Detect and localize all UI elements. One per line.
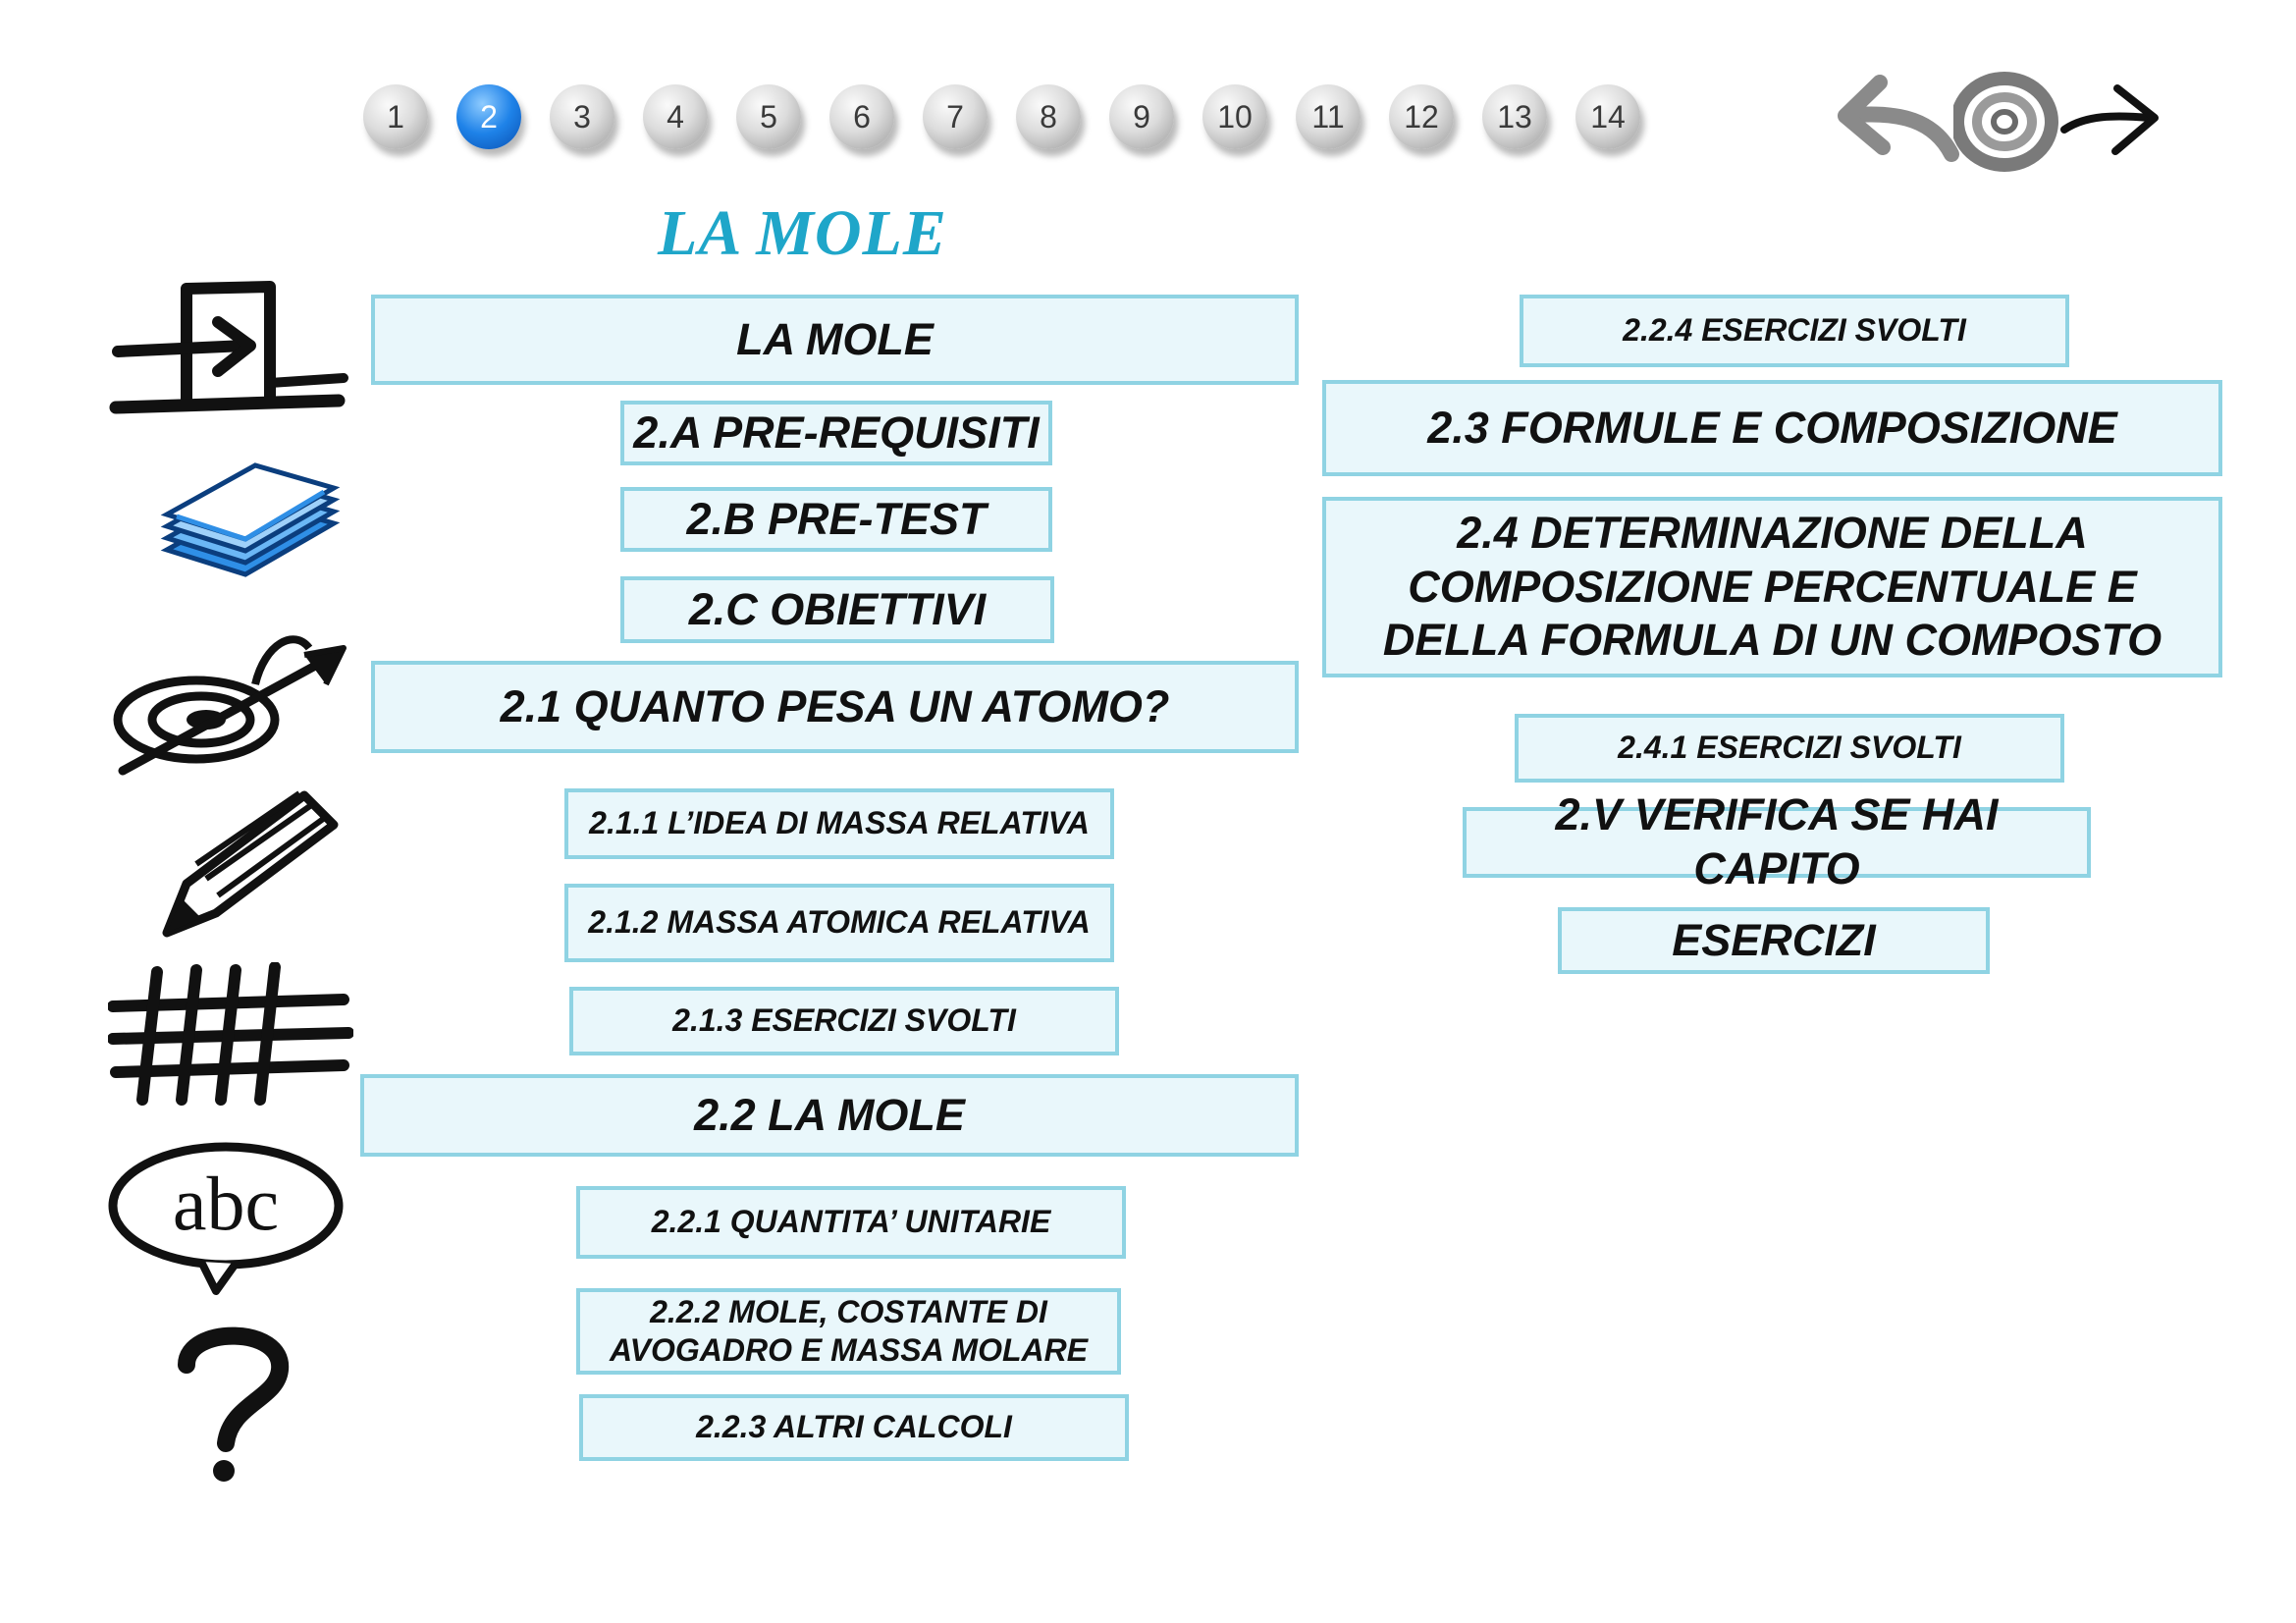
pencil-icon[interactable] (108, 785, 353, 943)
massa-atomica-relativa-button[interactable]: 2.1.2 MASSA ATOMICA RELATIVA (564, 884, 1114, 962)
chapter-6-button[interactable]: 6 (829, 84, 894, 149)
chapter-11-button[interactable]: 11 (1296, 84, 1361, 149)
page-title: LA MOLE (658, 197, 947, 269)
mole-avogadro-button[interactable]: 2.2.2 MOLE, COSTANTE DI AVOGADRO E MASSA… (576, 1288, 1121, 1375)
mole-avogadro-line-1: 2.2.2 MOLE, COSTANTE DI (650, 1293, 1047, 1329)
la-mole-22-button[interactable]: 2.2 LA MOLE (360, 1074, 1299, 1157)
chapter-9-button[interactable]: 9 (1109, 84, 1174, 149)
cards-stack-icon[interactable] (108, 457, 353, 604)
esercizi-svolti-224-button[interactable]: 2.2.4 ESERCIZI SVOLTI (1520, 295, 2069, 367)
hash-grid-icon[interactable] (108, 962, 353, 1109)
verifica-se-hai-capito-button[interactable]: 2.V VERIFICA SE HAI CAPITO (1463, 789, 2091, 893)
quanto-pesa-un-atomo-button[interactable]: 2.1 QUANTO PESA UN ATOMO? (371, 661, 1299, 753)
determinazione-line-2: COMPOSIZIONE PERCENTUALE E (1408, 561, 2137, 612)
la-mole-button[interactable]: LA MOLE (371, 295, 1299, 385)
back-arrow-icon[interactable] (1826, 61, 1963, 179)
idea-massa-relativa-button[interactable]: 2.1.1 L’IDEA DI MASSA RELATIVA (564, 788, 1114, 859)
esercizi-button[interactable]: ESERCIZI (1558, 907, 1990, 974)
quantita-unitarie-button[interactable]: 2.2.1 QUANTITA’ UNITARIE (576, 1186, 1126, 1259)
target-arrow-icon[interactable] (108, 623, 353, 781)
chapter-1-button[interactable]: 1 (363, 84, 428, 149)
determinazione-line-3: DELLA FORMULA DI UN COMPOSTO (1382, 615, 2163, 666)
pre-test-button[interactable]: 2.B PRE-TEST (620, 487, 1052, 552)
home-spiral-icon[interactable] (1953, 61, 2061, 179)
chapter-10-button[interactable]: 10 (1202, 84, 1267, 149)
esercizi-svolti-213-button[interactable]: 2.1.3 ESERCIZI SVOLTI (569, 987, 1119, 1055)
forward-arrow-icon[interactable] (2056, 61, 2164, 179)
chapter-13-button[interactable]: 13 (1482, 84, 1547, 149)
esercizi-svolti-241-button[interactable]: 2.4.1 ESERCIZI SVOLTI (1515, 714, 2064, 783)
question-mark-icon[interactable] (108, 1316, 353, 1483)
svg-text:abc: abc (173, 1161, 279, 1246)
determinazione-composizione-button[interactable]: 2.4 DETERMINAZIONE DELLA COMPOSIZIONE PE… (1322, 497, 2222, 677)
pre-requisiti-button[interactable]: 2.A PRE-REQUISITI (620, 401, 1052, 465)
exit-door-icon[interactable] (108, 275, 353, 422)
altri-calcoli-button[interactable]: 2.2.3 ALTRI CALCOLI (579, 1394, 1129, 1461)
obiettivi-button[interactable]: 2.C OBIETTIVI (620, 576, 1054, 643)
chapter-2-button[interactable]: 2 (456, 84, 521, 149)
chapter-4-button[interactable]: 4 (643, 84, 708, 149)
mole-avogadro-line-2: AVOGADRO E MASSA MOLARE (609, 1332, 1089, 1368)
abc-speech-bubble-icon[interactable]: abc (108, 1139, 353, 1296)
chapter-8-button[interactable]: 8 (1016, 84, 1081, 149)
formule-composizione-button[interactable]: 2.3 FORMULE E COMPOSIZIONE (1322, 380, 2222, 476)
chapter-14-button[interactable]: 14 (1575, 84, 1640, 149)
chapter-7-button[interactable]: 7 (923, 84, 988, 149)
chapter-3-button[interactable]: 3 (550, 84, 614, 149)
chapter-12-button[interactable]: 12 (1389, 84, 1454, 149)
determinazione-line-1: 2.4 DETERMINAZIONE DELLA (1457, 507, 2088, 558)
chapter-5-button[interactable]: 5 (736, 84, 801, 149)
